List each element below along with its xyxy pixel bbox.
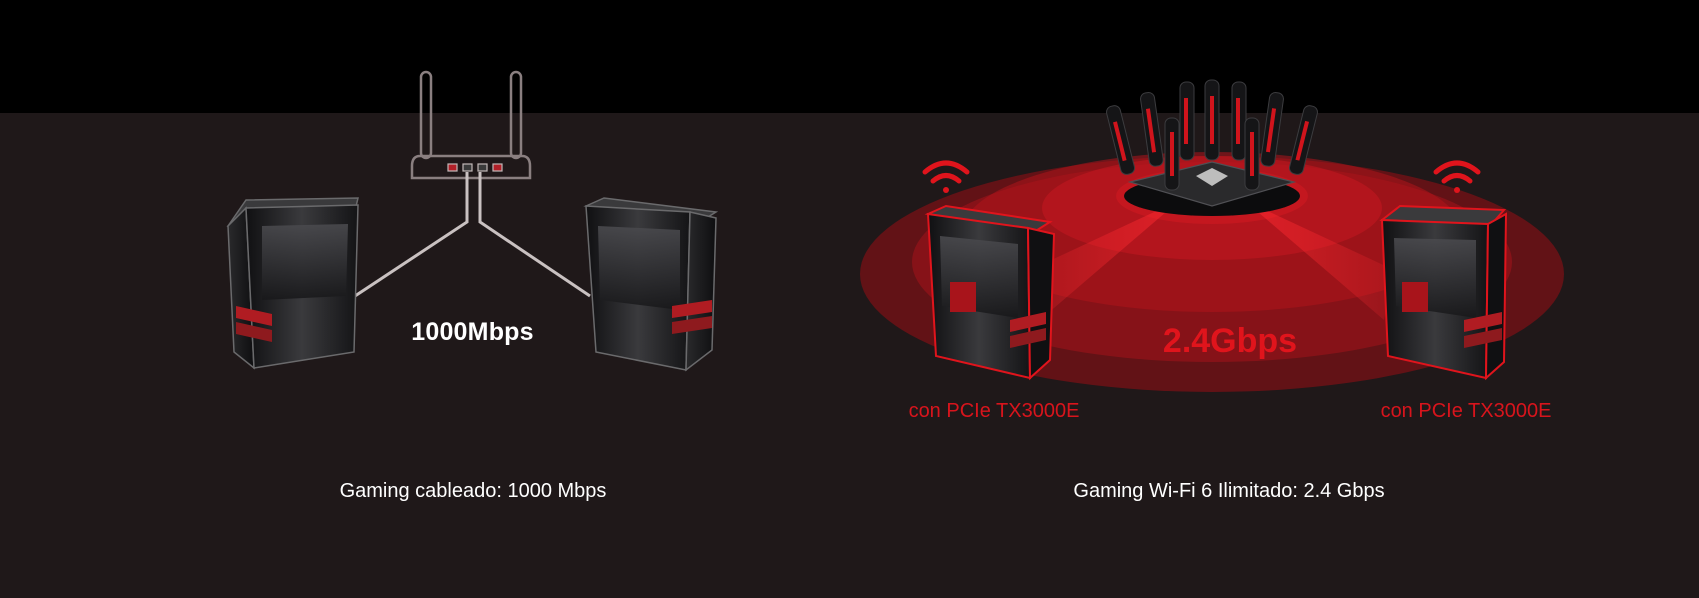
adapter-label-left: con PCIe TX3000E — [908, 400, 1080, 422]
gaming-pc-icon — [226, 197, 359, 370]
wifi-caption: Gaming Wi-Fi 6 Ilimitado: 2.4 Gbps — [1073, 480, 1385, 502]
wired-panel: 1000Mbps Gaming cableado: 1000 Mbps — [339, 318, 607, 502]
signal-beam-right — [1244, 200, 1394, 320]
gaming-pc-icon — [924, 204, 1056, 381]
gaming-pc-icon — [1379, 204, 1508, 381]
router-icon — [410, 70, 532, 180]
top-band — [0, 0, 1699, 113]
signal-beam-left — [1030, 200, 1180, 320]
wired-speed-label: 1000Mbps — [411, 318, 534, 346]
wifi-speed-label: 2.4Gbps — [1162, 322, 1298, 360]
gaming-pc-icon — [583, 197, 719, 372]
wifi-icon — [1433, 160, 1481, 193]
adapter-label-right: con PCIe TX3000E — [1380, 400, 1552, 422]
wired-scene — [226, 70, 719, 372]
wifi-icon — [922, 160, 970, 193]
wired-caption: Gaming cableado: 1000 Mbps — [339, 480, 607, 502]
ethernet-cable-icon — [354, 172, 591, 298]
